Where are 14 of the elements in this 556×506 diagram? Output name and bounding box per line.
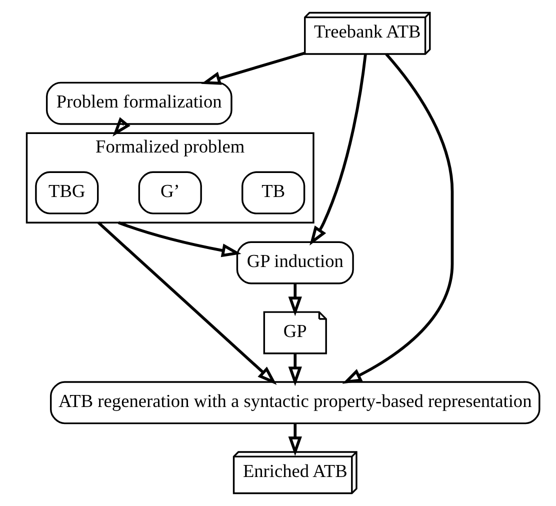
arrow: [200, 52, 305, 85]
arrow: [342, 53, 454, 384]
node-box: G’: [138, 171, 202, 214]
node-box: GP induction: [236, 241, 354, 284]
arrow: [288, 353, 302, 386]
arrow: [288, 283, 302, 316]
node-box: TB: [241, 171, 305, 214]
arrow: [96, 222, 276, 385]
arrow: [112, 117, 130, 136]
node-box: TBG: [34, 171, 98, 214]
arrow: [288, 423, 302, 456]
node-box: ATB regeneration with a syntactic property-based representation: [49, 381, 540, 424]
arrow: [118, 221, 241, 258]
arrow: [309, 54, 366, 246]
